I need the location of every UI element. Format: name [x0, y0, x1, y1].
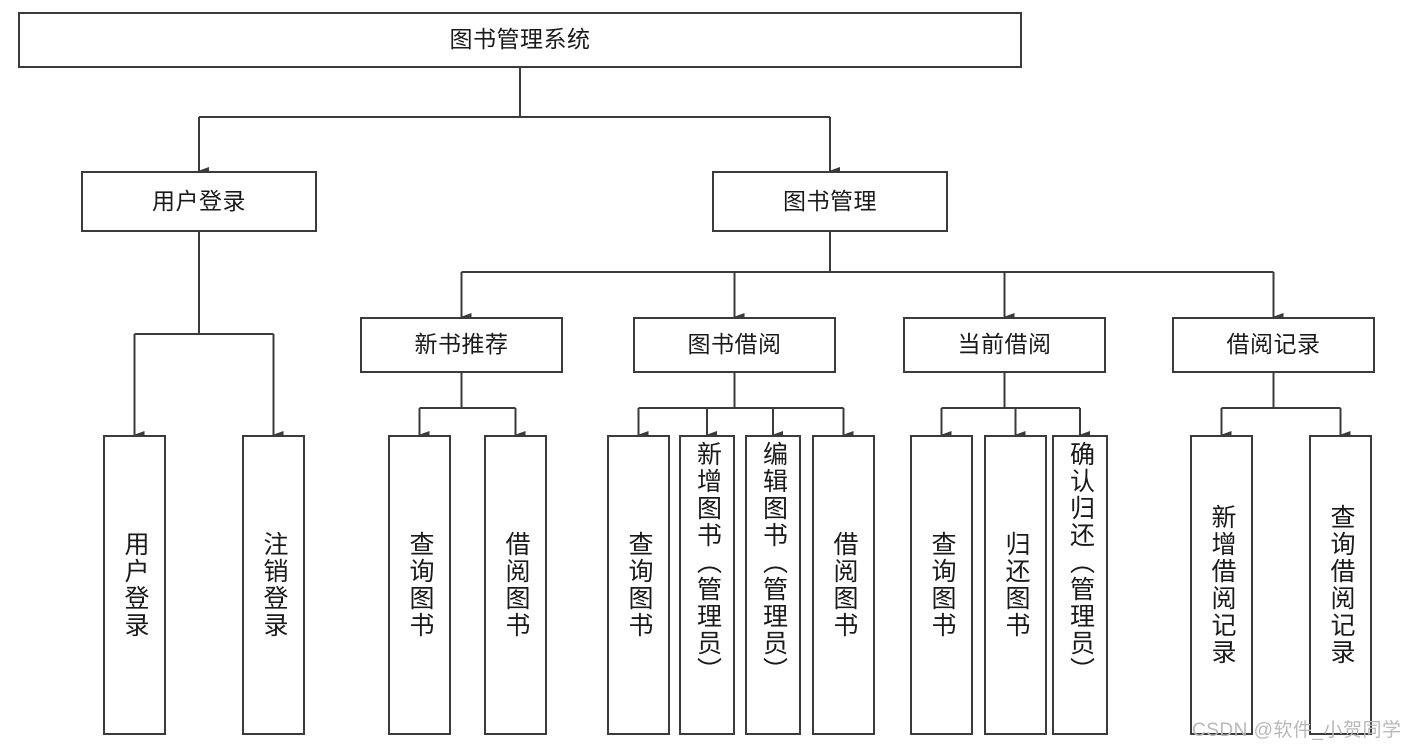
node-label: 用户登录: [152, 187, 246, 214]
node-label: 归还图书: [1002, 531, 1030, 639]
node-leaf-query-record[interactable]: 查询借阅记录: [1309, 435, 1372, 735]
node-label: 新书推荐: [414, 331, 509, 358]
node-leaf-add-book[interactable]: 新增图书（管理员）: [679, 435, 735, 735]
node-label: 借阅记录: [1226, 331, 1321, 358]
node-label: 当前借阅: [957, 331, 1052, 358]
node-leaf-user-login[interactable]: 用户登录: [103, 435, 166, 735]
node-label: 借阅图书: [502, 531, 530, 639]
node-leaf-query-book-2[interactable]: 查询图书: [607, 435, 670, 735]
node-user-login[interactable]: 用户登录: [81, 171, 317, 232]
node-leaf-borrow-book-2[interactable]: 借阅图书: [812, 435, 875, 735]
node-label: 注销登录: [260, 531, 288, 639]
node-label: 查询借阅记录: [1327, 504, 1355, 666]
node-label: 图书管理: [783, 187, 877, 214]
node-borrow-record[interactable]: 借阅记录: [1172, 317, 1375, 373]
node-label: 编辑图书（管理员）: [759, 441, 788, 684]
tree-edges: [133, 68, 1351, 440]
node-book-manage[interactable]: 图书管理: [712, 171, 948, 232]
node-label: 查询图书: [625, 531, 653, 639]
node-leaf-confirm-return[interactable]: 确认归还（管理员）: [1052, 435, 1108, 735]
node-book-borrow[interactable]: 图书借阅: [633, 317, 836, 373]
node-leaf-return-book[interactable]: 归还图书: [984, 435, 1047, 735]
node-label: 图书管理系统: [449, 26, 591, 53]
node-leaf-query-book-1[interactable]: 查询图书: [388, 435, 451, 735]
node-label: 新增借阅记录: [1208, 504, 1236, 666]
node-label: 图书借阅: [687, 331, 782, 358]
node-leaf-logout[interactable]: 注销登录: [242, 435, 305, 735]
node-current-borrow[interactable]: 当前借阅: [903, 317, 1106, 373]
node-new-book-rec[interactable]: 新书推荐: [360, 317, 563, 373]
node-label: 用户登录: [121, 531, 149, 639]
node-label: 查询图书: [928, 531, 956, 639]
node-leaf-query-book-3[interactable]: 查询图书: [910, 435, 973, 735]
node-leaf-add-record[interactable]: 新增借阅记录: [1190, 435, 1253, 735]
csdn-watermark: CSDN @软件_小贺同学: [1192, 720, 1402, 741]
node-label: 借阅图书: [830, 531, 858, 639]
node-label: 确认归还（管理员）: [1066, 441, 1095, 684]
node-label: 查询图书: [406, 531, 434, 639]
node-leaf-borrow-book-1[interactable]: 借阅图书: [484, 435, 547, 735]
node-leaf-edit-book[interactable]: 编辑图书（管理员）: [745, 435, 801, 735]
node-root[interactable]: 图书管理系统: [18, 12, 1022, 68]
node-label: 新增图书（管理员）: [693, 441, 722, 684]
